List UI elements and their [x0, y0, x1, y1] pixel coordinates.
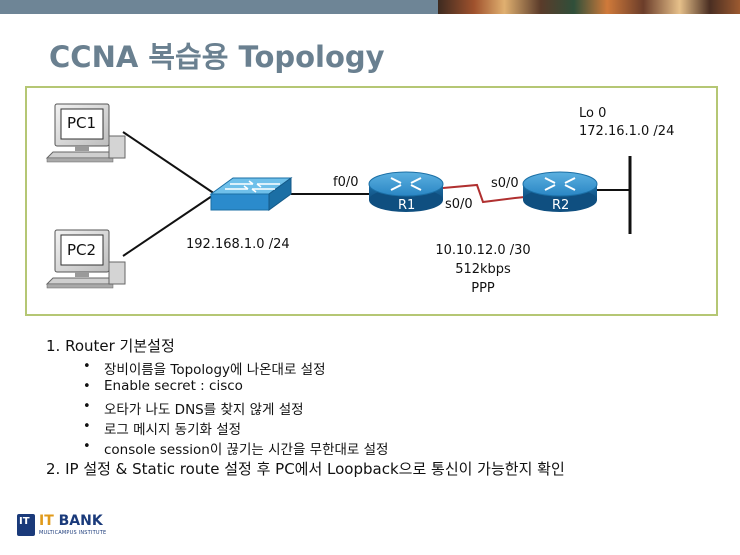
loopback-subnet-label: 172.16.1.0 /24: [579, 124, 675, 139]
r2-s0-0-label: s0/0: [491, 176, 519, 191]
r1-label: R1: [398, 198, 416, 213]
lan-subnet-label: 192.168.1.0 /24: [186, 237, 290, 252]
wan-encapsulation-label: PPP: [471, 281, 495, 296]
r1-router-icon: [368, 171, 444, 212]
pc1-label: PC1: [67, 114, 97, 132]
wan-bandwidth-label: 512kbps: [455, 262, 511, 277]
bullet: •: [83, 359, 91, 374]
bullet: •: [83, 439, 91, 454]
r2-router-icon: [522, 171, 598, 212]
pc2-computer-icon: [45, 229, 126, 289]
r1-s0-0-label: s0/0: [445, 197, 473, 212]
logo-name: IT BANK: [39, 513, 103, 529]
link-pc2-switch: [122, 193, 216, 257]
bullet: •: [83, 399, 91, 414]
logo-mark: IT: [17, 514, 35, 536]
pc1-computer-icon: [45, 103, 126, 163]
bullet: •: [83, 419, 91, 434]
subtask-5: console session이 끊기는 시간을 무한대로 설정: [104, 442, 389, 458]
link-r1-r2-serial: [442, 183, 526, 204]
task-2: 2. IP 설정 & Static route 설정 후 PC에서 Loopba…: [46, 460, 565, 478]
r2-label: R2: [552, 198, 570, 213]
loopback-name-label: Lo 0: [579, 106, 607, 121]
subtask-3: 오타가 나도 DNS를 찾지 않게 설정: [104, 402, 304, 418]
subtask-2: Enable secret : cisco: [104, 378, 243, 394]
wan-subnet-label: 10.10.12.0 /30: [435, 243, 531, 258]
header-photo-strip: [438, 0, 740, 14]
task-1: 1. Router 기본설정: [46, 337, 175, 355]
pc2-label: PC2: [67, 241, 97, 259]
subtask-4: 로그 메시지 동기화 설정: [104, 422, 242, 438]
topology-frame: [25, 86, 718, 316]
subtask-1: 장비이름을 Topology에 나온대로 설정: [104, 362, 326, 378]
logo-subtitle: MULTICAMPUS INSTITUTE: [39, 530, 107, 536]
link-pc1-switch: [122, 131, 216, 195]
slide-title: CCNA 복습용 Topology: [49, 40, 385, 74]
switch-icon: [209, 177, 293, 211]
topology-diagram: [45, 103, 632, 289]
bullet: •: [83, 379, 91, 394]
r1-f0-0-label: f0/0: [333, 175, 359, 190]
